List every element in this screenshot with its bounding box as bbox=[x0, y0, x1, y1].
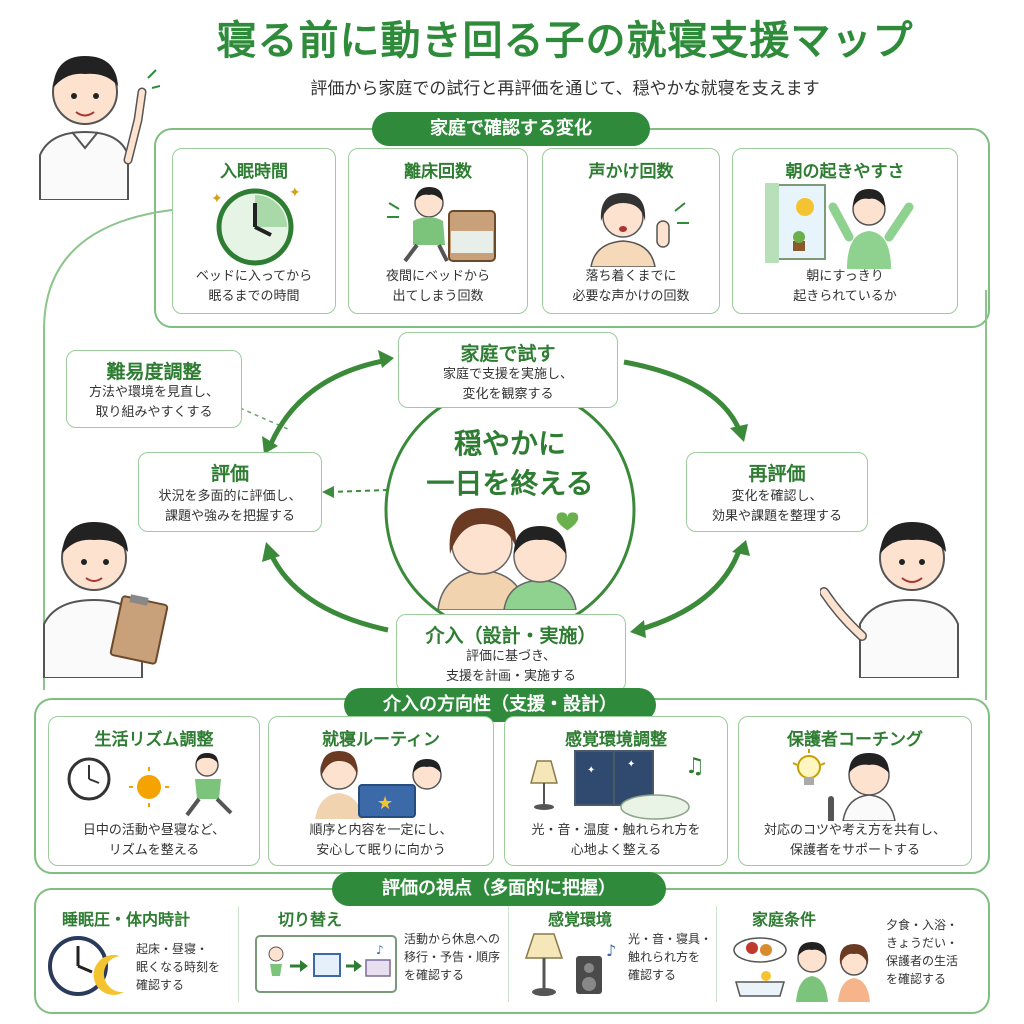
card-rhythm: 生活リズム調整 日中の活動や昼寝など、 リズムを整える bbox=[48, 716, 260, 866]
viewpoint-sensory: 感覚環境 ♪ 光・音・寝具・ 触れられ方を 確認する bbox=[516, 900, 714, 1006]
svg-text:✦: ✦ bbox=[289, 185, 301, 201]
home-changes-label: 家庭で確認する変化 bbox=[372, 112, 650, 146]
cycle-reassess: 再評価 変化を確認し、 効果や課題を整理する bbox=[686, 452, 868, 532]
sun-clock-icon bbox=[67, 753, 233, 817]
card-morning: 朝の起きやすさ 朝にすっきり 起きられているか bbox=[732, 148, 958, 314]
picture-book-icon: ★ bbox=[315, 751, 442, 819]
staff-explaining-illustration bbox=[820, 522, 959, 678]
card-calling: 声かけ回数 落ち着くまでに 必要な声かけの回数 bbox=[542, 148, 720, 314]
cycle-difficulty-adjust: 難易度調整 方法や環境を見直し、 取り組みやすくする bbox=[66, 350, 242, 428]
card-parent-coaching: 保護者コーチング 対応のコツや考え方を共有し、 保護者をサポートする bbox=[738, 716, 972, 866]
clock-moon-icon bbox=[48, 936, 124, 996]
viewpoint-household: 家庭条件 夕食・入浴・ きょうだい・ 保護者の生活 を確認する bbox=[724, 900, 980, 1006]
viewpoints-label: 評価の視点（多面的に把握） bbox=[332, 872, 666, 906]
parent-calling-icon bbox=[590, 193, 689, 267]
svg-text:★: ★ bbox=[377, 793, 393, 814]
card-sleep-onset: 入眠時間 ✦ ✦ ベッドに入ってから 眠るまでの時間 bbox=[172, 148, 336, 314]
page-subtitle: 評価から家庭での試行と再評価を通じて、穏やかな就寝を支えます bbox=[310, 79, 820, 99]
family-meal-icon bbox=[733, 937, 870, 1002]
child-leaving-bed-icon bbox=[387, 187, 496, 263]
lamp-speaker-icon: ♪ bbox=[524, 933, 616, 996]
viewpoint-sleep-pressure: 睡眠圧・体内時計 起床・昼寝・ 眠くなる時刻を 確認する bbox=[44, 900, 236, 1006]
svg-text:♪: ♪ bbox=[606, 941, 616, 960]
svg-text:♪: ♪ bbox=[376, 943, 384, 957]
viewpoint-transition: 切り替え ♪ 活動から休息への 移行・予告・順序 を確認する bbox=[248, 900, 504, 1006]
lightbulb-icon bbox=[792, 749, 896, 821]
clock-icon: ✦ ✦ bbox=[211, 185, 301, 266]
staff-clipboard-illustration bbox=[43, 522, 169, 678]
staff-pointing-illustration bbox=[39, 56, 160, 200]
transition-flow-icon: ♪ bbox=[255, 935, 397, 993]
cycle-intervention: 介入（設計・実施） 評価に基づき、 支援を計画・実施する bbox=[396, 614, 626, 692]
parent-child-illustration bbox=[437, 508, 579, 610]
card-bedtime-routine: 就寝ルーティン ★ 順序と内容を一定にし、 安心して眠りに向かう bbox=[268, 716, 494, 866]
cycle-assessment: 評価 状況を多面的に評価し、 課題や強みを把握する bbox=[138, 452, 322, 532]
lamp-window-icon: ✦ ✦ ♫ bbox=[530, 750, 705, 820]
svg-text:✦: ✦ bbox=[627, 759, 635, 770]
page-title: 寝る前に動き回る子の就寝支援マップ bbox=[216, 18, 914, 64]
card-leave-bed: 離床回数 夜間にベッドから 出てしまう回数 bbox=[348, 148, 528, 314]
svg-text:✦: ✦ bbox=[587, 765, 595, 776]
card-sensory-environment: 感覚環境調整 ✦ ✦ ♫ 光・音・温度・触れられ方を 心地よく整える bbox=[504, 716, 728, 866]
svg-text:♫: ♫ bbox=[685, 754, 705, 779]
child-waking-icon bbox=[765, 183, 914, 269]
viewpoints-frame bbox=[34, 888, 990, 1014]
svg-text:✦: ✦ bbox=[211, 191, 223, 207]
cycle-try-at-home: 家庭で試す 家庭で支援を実施し、 変化を観察する bbox=[398, 332, 618, 408]
directions-label: 介入の方向性（支援・設計） bbox=[344, 688, 656, 722]
cycle-center-goal: 穏やかに 一日を終える bbox=[426, 427, 594, 500]
